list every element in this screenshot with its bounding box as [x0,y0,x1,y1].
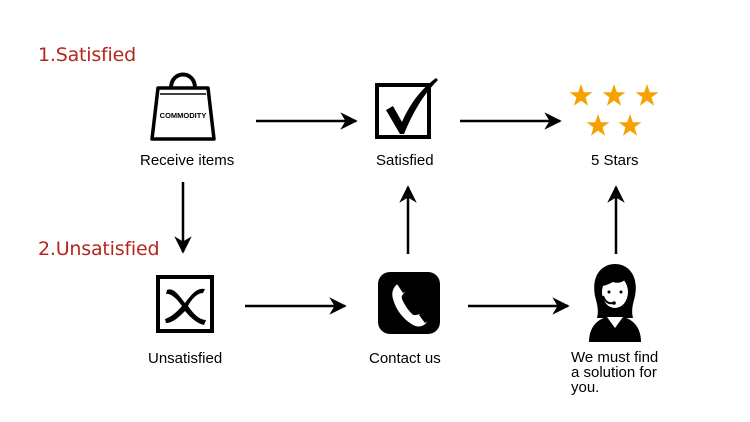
phone-icon [377,271,441,335]
label-solution: We must find a solution for you. [571,350,681,395]
bag-text: COMMODITY [159,111,207,120]
heading-satisfied: 1.Satisfied [38,44,136,66]
label-satisfied: Satisfied [376,152,434,169]
support-agent-icon [583,262,647,342]
heading-unsatisfied: 2.Unsatisfied [38,238,160,260]
checkbox-x-icon [155,275,217,333]
label-five-stars: 5 Stars [591,152,639,169]
label-solution-line2: a solution for [571,364,657,381]
five-stars-icon [566,84,662,142]
label-unsatisfied: Unsatisfied [148,350,223,367]
shopping-bag-icon: COMMODITY [148,64,218,142]
label-solution-line1: We must find [571,349,659,366]
checkbox-checked-icon [374,76,438,140]
label-contact-us: Contact us [369,350,441,367]
label-solution-line3: you. [571,379,600,396]
label-receive-items: Receive items [140,152,235,169]
